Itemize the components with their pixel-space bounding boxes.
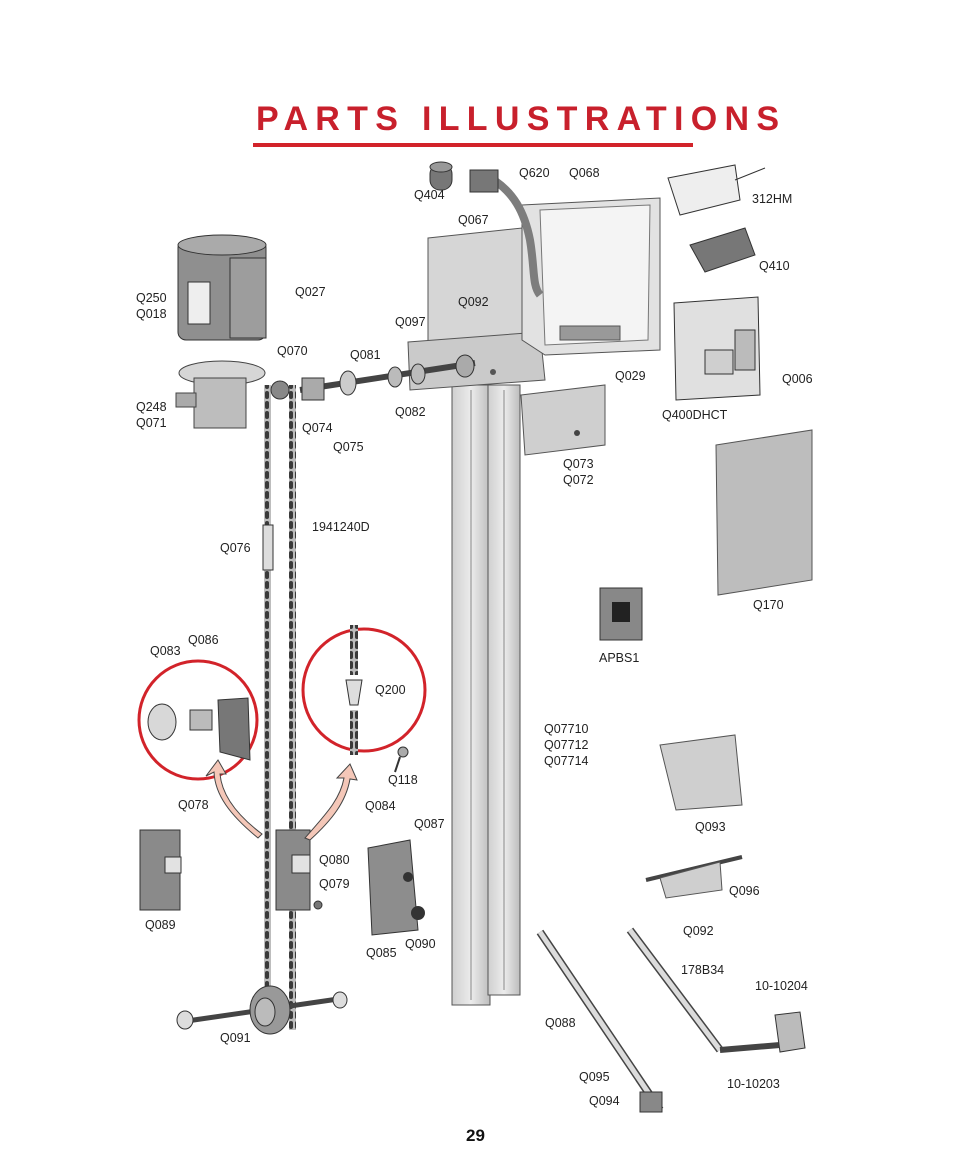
chain-loop bbox=[262, 380, 296, 1030]
bracket-q096 bbox=[645, 855, 743, 899]
callout-circle-chain bbox=[301, 627, 427, 753]
limit-switch-mount bbox=[367, 839, 425, 936]
pointer-arrow-right bbox=[304, 763, 358, 841]
label-q250-q018: Q250 Q018 bbox=[136, 291, 167, 321]
label-q074: Q074 bbox=[302, 421, 333, 435]
label-q086: Q086 bbox=[188, 633, 219, 647]
label-q095: Q095 bbox=[579, 1070, 610, 1084]
label-q248-q071: Q248 Q071 bbox=[136, 400, 167, 430]
callout-circle-roller bbox=[137, 659, 259, 781]
label-q087: Q087 bbox=[414, 817, 445, 831]
bracket-q093 bbox=[659, 734, 743, 811]
label-q076: Q076 bbox=[220, 541, 251, 555]
key-icon bbox=[394, 746, 409, 773]
label-q410: Q410 bbox=[759, 259, 790, 273]
label-q068: Q068 bbox=[569, 166, 600, 180]
label-q085: Q085 bbox=[366, 946, 397, 960]
arms bbox=[536, 927, 806, 1113]
page-number: 29 bbox=[466, 1126, 485, 1145]
label-312hm: 312HM bbox=[752, 192, 793, 206]
label-q073-q072: Q073 Q072 bbox=[563, 457, 594, 487]
label-q067: Q067 bbox=[458, 213, 489, 227]
label-q404: Q404 bbox=[414, 188, 445, 202]
control-box bbox=[521, 197, 661, 356]
label-q091: Q091 bbox=[220, 1031, 251, 1045]
label-q006: Q006 bbox=[782, 372, 813, 386]
circuit-board bbox=[673, 296, 761, 401]
label-q118: Q118 bbox=[388, 773, 418, 787]
label-q080: Q080 bbox=[319, 853, 350, 867]
label-q092-bottom: Q092 bbox=[683, 924, 714, 938]
label-q400dhct: Q400DHCT bbox=[662, 408, 728, 422]
module-q410 bbox=[689, 227, 756, 273]
label-q083: Q083 bbox=[150, 644, 181, 658]
label-q094: Q094 bbox=[589, 1094, 620, 1108]
label-q200: Q200 bbox=[375, 683, 406, 697]
gearbox bbox=[175, 360, 266, 429]
cover-plate bbox=[715, 429, 813, 596]
label-apbs1: APBS1 bbox=[599, 651, 640, 665]
label-q089: Q089 bbox=[145, 918, 176, 932]
label-10-10204: 10-10204 bbox=[755, 979, 808, 993]
label-q082: Q082 bbox=[395, 405, 426, 419]
label-q170: Q170 bbox=[753, 598, 784, 612]
connector bbox=[469, 169, 499, 193]
rail-assembly bbox=[451, 384, 521, 1006]
trolley-block bbox=[275, 829, 323, 911]
label-q070: Q070 bbox=[277, 344, 308, 358]
label-q092-top: Q092 bbox=[458, 295, 489, 309]
cam-plate bbox=[520, 384, 606, 456]
module-312hm bbox=[667, 164, 766, 216]
label-q029: Q029 bbox=[615, 369, 646, 383]
label-q620: Q620 bbox=[519, 166, 550, 180]
label-q093: Q093 bbox=[695, 820, 726, 834]
drive-shaft bbox=[299, 354, 476, 401]
label-q097: Q097 bbox=[395, 315, 426, 329]
q404-cap bbox=[429, 161, 453, 191]
label-q027: Q027 bbox=[295, 285, 326, 299]
label-10-10203: 10-10203 bbox=[727, 1077, 780, 1091]
label-q081: Q081 bbox=[350, 348, 381, 362]
label-178b34: 178B34 bbox=[681, 963, 725, 977]
pointer-arrow-left bbox=[205, 759, 263, 839]
roller-detail bbox=[147, 697, 251, 761]
label-q07710-group: Q07710 Q07712 Q07714 bbox=[544, 722, 589, 768]
label-q088: Q088 bbox=[545, 1016, 576, 1030]
title-underline bbox=[253, 143, 693, 147]
label-q084: Q084 bbox=[365, 799, 396, 813]
motor bbox=[177, 234, 267, 341]
label-q096: Q096 bbox=[729, 884, 760, 898]
trolley-block-spare bbox=[139, 829, 182, 911]
label-q078: Q078 bbox=[178, 798, 209, 812]
label-q090: Q090 bbox=[405, 937, 436, 951]
chain-detail bbox=[345, 625, 363, 755]
mounting-plate bbox=[407, 227, 546, 391]
label-q075: Q075 bbox=[333, 440, 364, 454]
label-1941240d: 1941240D bbox=[312, 520, 370, 534]
bottom-pulley bbox=[176, 985, 348, 1035]
page-title: PARTS ILLUSTRATIONS bbox=[256, 100, 787, 138]
wire-harness bbox=[483, 171, 544, 298]
label-q079: Q079 bbox=[319, 877, 350, 891]
push-button-station bbox=[599, 587, 643, 641]
